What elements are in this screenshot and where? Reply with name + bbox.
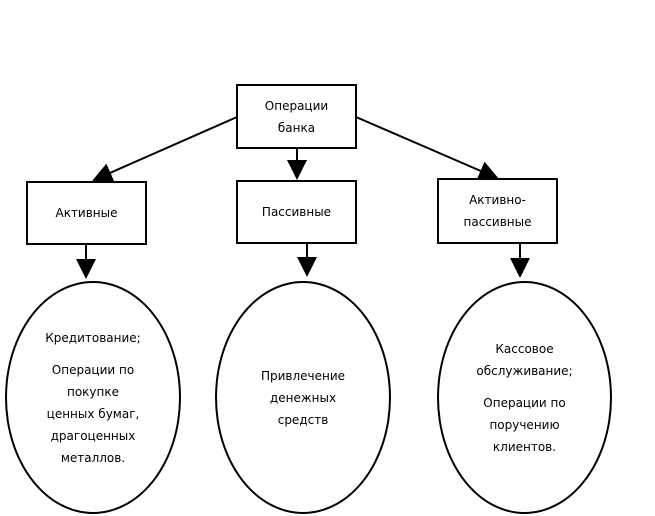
detail-oval-active: Кредитование; Операции по покупке ценных… <box>5 281 181 514</box>
detail-active-passive-line: обслуживание; <box>476 363 573 378</box>
detail-oval-passive: Привлечение денежных средств <box>215 281 391 514</box>
detail-active-passive-line: поручению <box>489 417 560 432</box>
category-node-active: Активные <box>26 181 147 245</box>
arrow-root-to-active-passive <box>355 116 499 181</box>
detail-active-line: ценных бумаг, <box>46 406 140 421</box>
category-node-active-passive: Активно- пассивные <box>437 178 558 244</box>
detail-active-line: Операции по <box>51 362 135 377</box>
category-active-passive-line1: Активно- <box>469 193 526 207</box>
detail-active-line: металлов. <box>60 450 126 465</box>
detail-active-line: Кредитование; <box>45 330 141 345</box>
detail-active-line: покупке <box>66 384 119 399</box>
detail-oval-active-passive: Кассовое обслуживание; Операции по поруч… <box>437 281 612 514</box>
detail-passive-line: Привлечение <box>260 368 346 383</box>
detail-passive-line: средств <box>277 412 329 427</box>
detail-active-line: драгоценных <box>50 428 136 443</box>
arrow-root-to-active <box>92 116 238 182</box>
detail-active-passive-line: клиентов. <box>492 439 557 454</box>
category-node-passive: Пассивные <box>236 180 357 244</box>
category-active-label: Активные <box>55 206 118 220</box>
detail-passive-line: денежных <box>269 390 337 405</box>
detail-active-passive-line: Операции по <box>483 395 566 410</box>
root-node-line2: банка <box>277 120 316 135</box>
root-node-line1: Операции <box>264 98 329 113</box>
detail-active-passive-line: Кассовое <box>495 341 554 356</box>
root-node: Операции банка <box>236 84 357 149</box>
category-passive-label: Пассивные <box>261 205 332 219</box>
category-active-passive-line2: пассивные <box>463 215 532 229</box>
